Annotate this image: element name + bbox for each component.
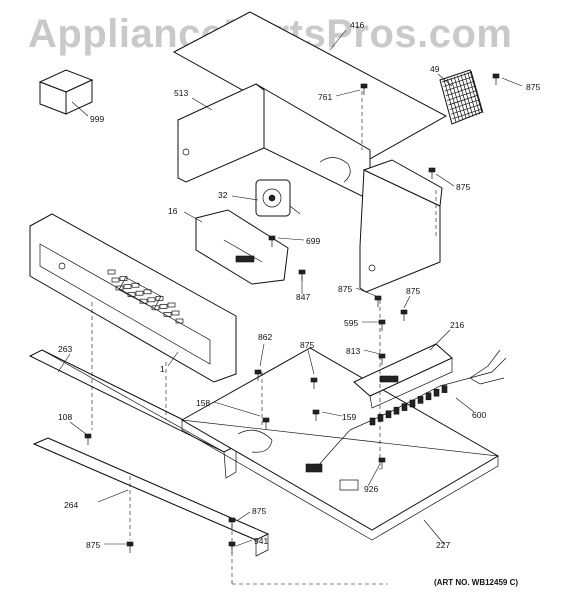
label-875-d: 875 — [406, 286, 420, 296]
part-227-base-panel[interactable] — [180, 347, 499, 541]
part-1-control-panel[interactable] — [29, 213, 237, 383]
label-875-c: 875 — [338, 284, 352, 294]
art-number: (ART NO. WB12459 C) — [434, 578, 519, 587]
part-32-fan-motor[interactable] — [255, 179, 301, 217]
alignment-lines — [91, 84, 437, 585]
label-862: 862 — [258, 332, 272, 342]
label-108: 108 — [58, 412, 72, 422]
label-941: 941 — [254, 536, 268, 546]
part-600-wire-harness[interactable] — [305, 349, 507, 473]
label-227: 227 — [436, 540, 450, 550]
leader-lines — [57, 29, 523, 547]
label-761: 761 — [318, 92, 332, 102]
part-16-control-board[interactable] — [195, 209, 289, 285]
label-847: 847 — [296, 292, 310, 302]
label-600: 600 — [472, 410, 486, 420]
label-999: 999 — [90, 114, 104, 124]
label-875-a: 875 — [526, 82, 540, 92]
label-875-g: 875 — [86, 540, 100, 550]
label-699: 699 — [306, 236, 320, 246]
label-595: 595 — [344, 318, 358, 328]
part-513-side-panel[interactable] — [177, 83, 371, 201]
part-216-cover[interactable] — [353, 343, 453, 409]
part-264-bottom-trim[interactable] — [32, 437, 270, 557]
label-513: 513 — [174, 88, 188, 98]
label-216: 216 — [450, 320, 464, 330]
part-999-box[interactable] — [38, 69, 94, 115]
label-264: 264 — [64, 500, 78, 510]
part-49-grille[interactable] — [439, 69, 484, 125]
label-926: 926 — [364, 484, 378, 494]
label-1: 1 — [160, 364, 165, 374]
label-875-e: 875 — [300, 340, 314, 350]
label-32: 32 — [218, 190, 228, 200]
label-875-f: 875 — [252, 506, 266, 516]
label-49: 49 — [430, 64, 440, 74]
label-416: 416 — [350, 20, 364, 30]
label-158: 158 — [196, 398, 210, 408]
label-813: 813 — [346, 346, 360, 356]
label-263: 263 — [58, 344, 72, 354]
label-875-b: 875 — [456, 182, 470, 192]
label-16: 16 — [168, 206, 178, 216]
label-159: 159 — [342, 412, 356, 422]
part-rear-panel[interactable] — [359, 159, 443, 293]
